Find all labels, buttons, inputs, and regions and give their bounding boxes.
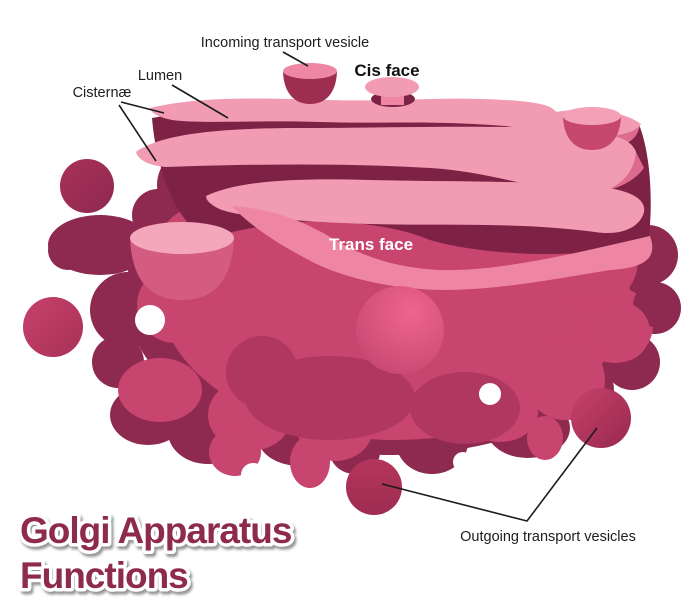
- pointer-incoming-vesicle: [282, 51, 309, 67]
- title-line-2: Functions: [20, 555, 188, 596]
- cisterna-band-2: [136, 126, 644, 194]
- label-outgoing-vesicles: Outgoing transport vesicles: [460, 529, 636, 545]
- label-trans-face: Trans face: [329, 235, 413, 254]
- blob-holes: [135, 305, 501, 495]
- cisterna-band-3: [206, 179, 645, 234]
- pointer-lumen: [171, 84, 229, 119]
- free-vesicles: [23, 159, 631, 515]
- incoming-vesicle-shape: [283, 63, 337, 104]
- vesicle-outgoing-right: [571, 388, 631, 448]
- label-cis-face: Cis face: [354, 61, 419, 80]
- vesicle-outgoing-bottom: [346, 459, 402, 515]
- vesicle-top-left: [60, 159, 114, 213]
- pointer-cisternae-1: [120, 101, 165, 114]
- right-half-cup: [563, 107, 621, 150]
- label-incoming-vesicle: Incoming transport vesicle: [201, 35, 369, 51]
- pointer-lines: [118, 51, 598, 522]
- title-line-1: Golgi Apparatus: [20, 510, 292, 551]
- diagram-title: Golgi Apparatus Functions: [17, 507, 297, 599]
- labels: Incoming transport vesicle Cis face Lume…: [73, 35, 636, 545]
- central-sphere-bump: [356, 286, 444, 374]
- cis-face-bud: [365, 77, 419, 107]
- cisterna-band-4: [232, 206, 653, 290]
- pointer-cisternae-2: [118, 104, 157, 162]
- left-cut-cisterna: [130, 222, 234, 300]
- label-cisternae: Cisternæ: [73, 85, 132, 101]
- label-lumen: Lumen: [138, 68, 182, 84]
- pointer-outgoing-vesicles: [381, 427, 598, 522]
- vesicle-left: [23, 297, 83, 357]
